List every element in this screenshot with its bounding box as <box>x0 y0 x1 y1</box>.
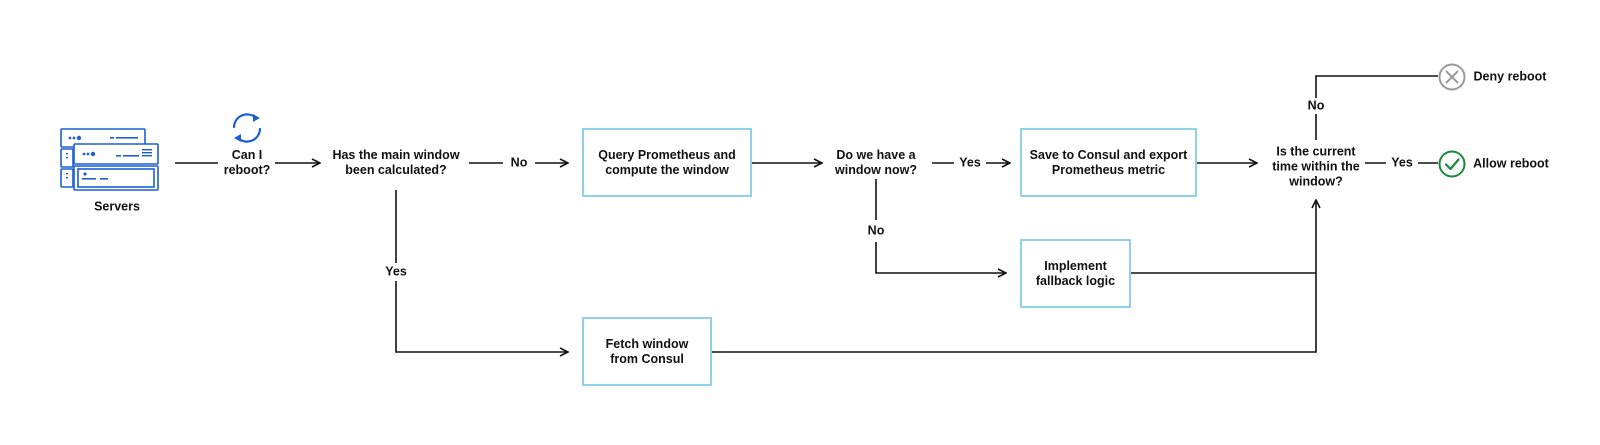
edge-window-no-b <box>875 242 1006 273</box>
main-window-decision: Has the main window been calculated? <box>332 148 460 177</box>
edge-label-window-no: No <box>867 223 885 239</box>
edge-label-time-no: No <box>1307 98 1325 114</box>
fetch-consul-label: Fetch window from Consul <box>605 336 689 366</box>
allow-reboot-label: Allow reboot <box>1473 156 1549 171</box>
save-consul-box: Save to Consul and export Prometheus met… <box>1020 128 1197 197</box>
edge-label-main-no: No <box>510 155 528 171</box>
edge-label-main-yes: Yes <box>385 264 407 280</box>
servers-icon <box>60 128 159 191</box>
refresh-icon <box>232 113 262 143</box>
edge-label-time-yes: Yes <box>1391 155 1413 171</box>
query-prometheus-box: Query Prometheus and compute the window <box>582 128 752 197</box>
fallback-box: Implement fallback logic <box>1020 239 1131 308</box>
can-i-reboot-label: Can I reboot? <box>223 148 271 177</box>
save-consul-label: Save to Consul and export Prometheus met… <box>1029 147 1188 177</box>
fetch-consul-box: Fetch window from Consul <box>582 317 712 386</box>
edge-fetch-to-time <box>712 200 1316 353</box>
x-circle-icon <box>1438 63 1466 91</box>
edge-label-window-yes: Yes <box>959 155 981 171</box>
time-window-decision: Is the current time within the window? <box>1272 144 1360 189</box>
edge-main-yes-b <box>395 281 568 352</box>
query-prometheus-label: Query Prometheus and compute the window <box>598 147 736 177</box>
window-now-decision: Do we have a window now? <box>835 148 917 177</box>
deny-reboot-label: Deny reboot <box>1473 69 1547 84</box>
fallback-label: Implement fallback logic <box>1035 258 1116 288</box>
edge-time-no-b <box>1315 75 1438 98</box>
servers-label: Servers <box>94 199 140 214</box>
check-circle-icon <box>1438 150 1466 178</box>
